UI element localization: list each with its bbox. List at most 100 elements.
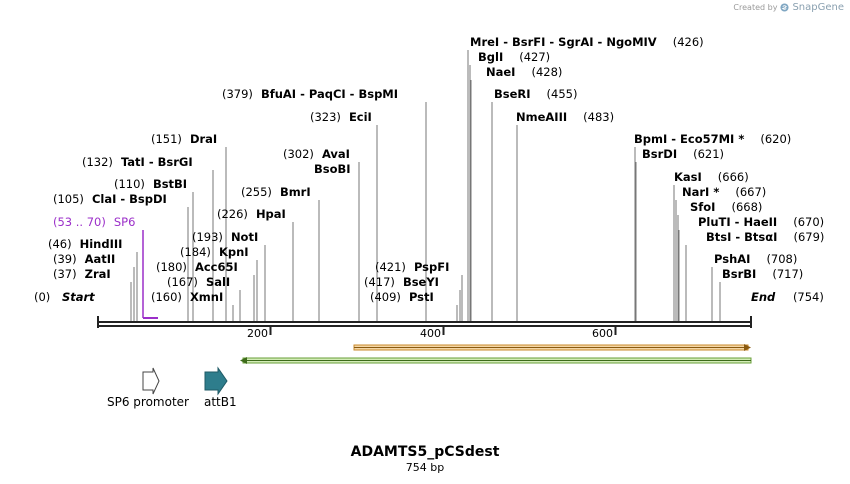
site-position: (670) [793,215,824,229]
site-name: NaeI [486,65,515,79]
site-name: SP6 [114,215,136,229]
sequence-map: 200 400 600 (0) Start End (754) (37)ZraI… [34,35,824,396]
site-name: BseYI [403,275,439,289]
site-name: PspFI [414,260,449,274]
site-position: (409) [370,290,401,304]
site-position: (226) [217,207,248,221]
cut-site-label[interactable]: (39)AatII [53,252,115,266]
site-name: NarI * [682,185,719,199]
watermark-brand: SnapGene [792,2,844,13]
cut-site-label[interactable]: (151) DraI [151,132,217,146]
cut-site-label[interactable]: (226) HpaI [217,207,286,221]
start-text: Start [62,290,95,304]
site-name: XmnI [190,290,223,304]
cut-site-label[interactable]: (193)NotI [192,230,258,244]
cut-site-label[interactable]: NarI * (667) [682,185,766,199]
cut-site-label[interactable]: (105)ClaI - BspDI [53,192,167,206]
site-name: DraI [190,132,217,146]
cut-site-label[interactable]: BglI (427) [478,50,550,64]
site-position: (39) [53,252,77,266]
cut-site-label[interactable]: (180) Acc65I [156,260,238,274]
watermark-prefix: Created by [733,3,778,12]
green-feature[interactable] [240,357,752,364]
map-title-block: ADAMTS5_pCSdest 754 bp [0,444,850,474]
cut-site-label[interactable]: (323)EciI [310,110,372,124]
cut-site-label[interactable]: (160)XmnI [151,290,223,304]
cut-site-labels: (37)ZraI(39)AatII(46) HindIII (53 .. 70) SP… [48,35,824,304]
site-position: (667) [735,185,766,199]
site-name: PluTI - HaeII [698,215,777,229]
cut-site-label[interactable]: NmeAIII (483) [516,110,614,124]
site-position: (46) [48,237,72,251]
site-name: HpaI [256,207,286,221]
site-position: (184) [180,245,211,259]
cut-site-label[interactable]: (302) AvaI [283,147,350,161]
site-name: NmeAIII [516,110,567,124]
cut-site-label[interactable]: (421)PspFI [375,260,449,274]
cut-site-label[interactable]: MreI - BsrFI - SgrAI - NgoMIV(426) [470,35,704,49]
site-position: (679) [793,230,824,244]
site-name: BfuAI - PaqCI - BspMI [261,87,398,101]
cut-site-label[interactable]: NaeI (428) [486,65,562,79]
site-name: Acc65I [195,260,238,274]
site-name: BpmI - Eco57MI * [634,132,744,146]
cut-site-label[interactable]: BpmI - Eco57MI *(620) [634,132,791,146]
cut-site-label[interactable]: PluTI - HaeII (670) [698,215,824,229]
cut-site-label[interactable]: PshAI (708) [714,252,797,266]
site-position: (717) [772,267,803,281]
cut-site-label[interactable]: (37)ZraI [53,267,111,281]
cut-site-label[interactable]: (46) HindIII [48,237,122,251]
site-name: BsrDI [642,147,677,161]
cut-site-label[interactable]: SfoI(668) [690,200,762,214]
site-name: SfoI [690,200,715,214]
site-name: MreI - BsrFI - SgrAI - NgoMIV [470,35,657,49]
cut-site-label[interactable]: (167)SalI [167,275,230,289]
site-name: EciI [349,110,372,124]
sp6-promoter-arrow[interactable] [142,367,160,395]
cut-site-label[interactable]: (132)TatI - BsrGI [82,155,193,169]
tick-label-200: 200 [247,327,268,340]
cut-site-label[interactable]: BsrBI(717) [722,267,803,281]
cut-site-label[interactable]: (255)BmrI [241,185,311,199]
cut-site-label[interactable]: BsoBI [314,162,351,176]
site-name: HindIII [80,237,123,251]
cut-site-label[interactable]: BseRI(455) [494,87,577,101]
site-position: (53 .. 70) [53,215,106,229]
start-position: (0) [34,290,50,304]
cut-site-label[interactable]: BtsI - BtsαI(679) [706,230,824,244]
cut-site-label[interactable]: BsrDI(621) [642,147,724,161]
site-position: (302) [283,147,314,161]
site-name: BglI [478,50,503,64]
site-position: (708) [766,252,797,266]
cut-site-label[interactable]: KasI(666) [674,170,749,184]
site-position: (105) [53,192,84,206]
site-name: PshAI [714,252,750,266]
cut-site-label[interactable]: (184) KpnI [180,245,249,259]
site-position: (151) [151,132,182,146]
cut-site-label[interactable]: (379) BfuAI - PaqCI - BspMI [222,87,398,101]
site-position: (180) [156,260,187,274]
site-name: BseRI [494,87,531,101]
site-position: (428) [531,65,562,79]
snapgene-watermark: Created by SnapGene [733,2,844,13]
cut-site-label[interactable]: (110)BstBI [114,177,187,191]
end-position: (754) [793,290,824,304]
cut-site-label[interactable]: (53 .. 70) SP6 [53,215,135,229]
site-position: (255) [241,185,272,199]
site-name: NotI [231,230,258,244]
cut-site-label[interactable]: (417)BseYI [364,275,439,289]
site-position: (427) [519,50,550,64]
start-label: (0) Start [34,290,95,304]
site-name: KpnI [219,245,249,259]
end-text: End [751,290,776,304]
attb1-arrow[interactable] [204,366,228,396]
snapgene-logo-icon [780,3,789,12]
tick-label-400: 400 [420,327,441,340]
site-position: (379) [222,87,253,101]
orange-feature[interactable] [353,344,751,351]
site-name: SalI [206,275,230,289]
cut-site-label[interactable]: (409)PstI [370,290,434,304]
site-name: AvaI [322,147,350,161]
map-length: 754 bp [405,461,445,474]
site-position: (483) [583,110,614,124]
